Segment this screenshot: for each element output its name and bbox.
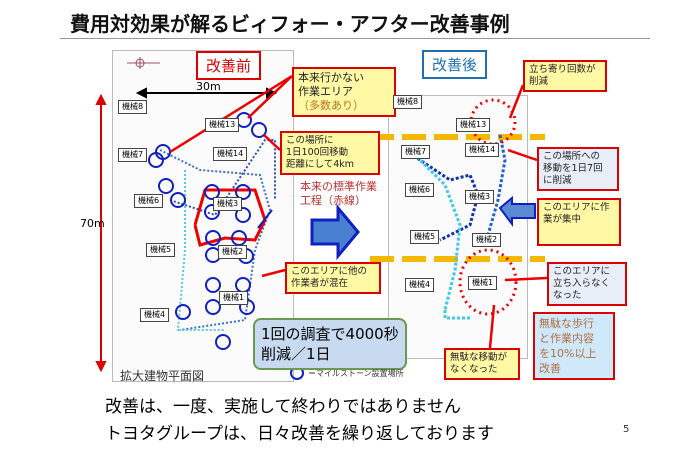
callout-distance: この場所に 1日100回移動 距離にして4km xyxy=(280,131,380,175)
before-after-arrow-icon xyxy=(310,203,360,261)
height-arrow xyxy=(95,93,107,373)
title-divider xyxy=(60,38,650,39)
focus-arrow-icon xyxy=(498,195,536,227)
page-number: 5 xyxy=(623,424,630,435)
callout-visits-reduced: 立ち寄り回数が 削減 xyxy=(523,60,607,92)
after-machine-14: 機械14 xyxy=(465,143,500,157)
before-label: 改善前 xyxy=(196,51,262,80)
after-label: 改善後 xyxy=(422,50,488,79)
standard-process-red-line xyxy=(193,188,267,247)
height-label: 70m xyxy=(80,217,105,230)
orange-dashed-lines xyxy=(370,134,545,262)
after-paths xyxy=(404,134,507,320)
footer-line-2: トヨタグループは、日々改善を繰り返しております xyxy=(105,424,494,444)
callout-pointers xyxy=(169,74,293,278)
callout-subtext: （多数あり） xyxy=(298,99,364,112)
width-label: 30m xyxy=(196,80,221,93)
after-machine-6: 機械6 xyxy=(405,183,435,197)
callout-moves-reduced: この場所への 移動を1日7回 に削減 xyxy=(537,147,619,191)
milestone-circles xyxy=(148,112,267,350)
after-pointers xyxy=(488,84,548,349)
improvement-box: 無駄な歩行 と作業内容 を10%以上 改善 xyxy=(533,312,615,380)
machine-7: 機械7 xyxy=(118,148,148,162)
red-dotted-circles xyxy=(458,98,518,316)
machine-3: 機械3 xyxy=(213,197,243,211)
after-machine-13: 機械13 xyxy=(456,118,491,132)
machine-14: 機械14 xyxy=(213,147,248,161)
callout-no-entry: このエリアに 立ち入らなく なった xyxy=(547,262,627,306)
floorplan-caption: 拡大建物平面図 xyxy=(120,369,205,383)
machine-5: 機械5 xyxy=(146,243,176,257)
after-machine-1: 機械1 xyxy=(468,276,498,290)
callout-unneeded-area: 本来行かない 作業エリア（多数あり） xyxy=(292,67,396,117)
compass-icon xyxy=(127,57,160,69)
after-machine-4: 機械4 xyxy=(405,278,435,292)
before-paths xyxy=(159,139,276,331)
machine-1: 機械1 xyxy=(219,291,249,305)
after-machine-5: 機械5 xyxy=(410,230,440,244)
standard-process-label: 本来の標準作業 工程（赤線） xyxy=(300,180,377,207)
callout-work-focus: このエリアに作 業が集中 xyxy=(537,198,621,246)
machine-6: 機械6 xyxy=(134,194,164,208)
machine-13: 機械13 xyxy=(205,118,240,132)
footer-line-1: 改善は、一度、実施して終わりではありません xyxy=(105,397,461,417)
after-machine-8: 機械8 xyxy=(393,95,423,109)
after-machine-2: 機械2 xyxy=(472,233,502,247)
slide-title: 費用対効果が解るビィフォー・アフター改善事例 xyxy=(70,12,510,36)
after-machine-7: 機械7 xyxy=(401,145,431,159)
machine-4: 機械4 xyxy=(140,308,170,322)
callout-text: 本来行かない 作業エリア xyxy=(298,71,364,98)
result-box: 1回の調査で4000秒 削減／1日 xyxy=(253,318,407,370)
legend-text: ＝マイルストーン設置場所 xyxy=(308,369,404,378)
callout-waste-gone: 無駄な移動が なくなった xyxy=(444,348,520,380)
machine-2: 機械2 xyxy=(218,245,248,259)
machine-8: 機械8 xyxy=(118,100,148,114)
callout-mixed-workers: このエリアに他の 作業者が混在 xyxy=(285,262,381,294)
after-machine-3: 機械3 xyxy=(465,190,495,204)
standard-process-pointer xyxy=(257,209,273,229)
